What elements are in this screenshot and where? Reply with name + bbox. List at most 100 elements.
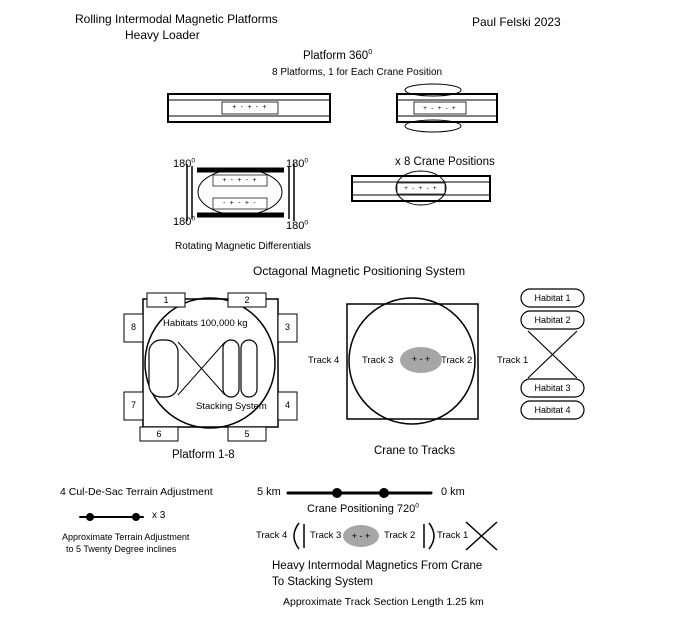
position-number-7: 7 xyxy=(130,400,136,410)
page-title-line2: Heavy Loader xyxy=(125,28,200,42)
track-crossing-x xyxy=(465,521,498,551)
habitat-box-4 xyxy=(520,400,585,420)
crane-magnet-ellipse xyxy=(400,347,442,373)
magnet-strip-box xyxy=(413,101,467,115)
octagonal-heading: Octagonal Magnetic Positioning System xyxy=(253,264,466,278)
rotation-ellipse-top xyxy=(404,83,462,97)
position-box-7 xyxy=(123,391,144,421)
page-title-line1: Rolling Intermodal Magnetic Platforms xyxy=(75,12,278,26)
magnet-strip-label: + - + - + xyxy=(423,105,457,112)
positioning-circle xyxy=(144,297,276,429)
rotation-ellipse-bottom xyxy=(404,119,462,133)
position-box-8 xyxy=(123,313,144,343)
position-number-1: 1 xyxy=(163,295,169,305)
magnet-strip-box xyxy=(396,182,446,195)
angle-label-bottom-right: 1800 xyxy=(286,219,308,233)
position-number-3: 3 xyxy=(284,322,290,332)
track-square xyxy=(346,303,479,420)
angle-value: 180 xyxy=(173,158,192,170)
footer-line3: Approximate Track Section Length 1.25 km xyxy=(283,596,484,608)
track-bracket-right xyxy=(428,522,435,550)
platform-square xyxy=(142,298,279,428)
crane-circle xyxy=(348,297,476,425)
magnet-strip-box xyxy=(212,174,268,187)
footer-line1: Heavy Intermodal Magnetics From Crane xyxy=(272,560,483,572)
terrain-adjustment-glyph xyxy=(79,513,144,521)
magnet-strip-label: - + - + - xyxy=(223,200,257,207)
crane-rotation-ellipse xyxy=(395,170,447,206)
position-number-2: 2 xyxy=(244,295,250,305)
position-number-6: 6 xyxy=(156,429,162,439)
track-bracket-left xyxy=(293,522,300,550)
bottom-track-label-4: Track 4 xyxy=(256,530,288,541)
position-box-1 xyxy=(146,292,186,308)
degree-superscript: 0 xyxy=(368,48,373,57)
platform-1-8-caption: Platform 1-8 xyxy=(172,449,235,461)
stacking-system-label: Stacking System xyxy=(196,401,267,412)
terrain-node xyxy=(86,513,94,521)
bottom-track-label-3: Track 3 xyxy=(310,530,342,541)
scale-node xyxy=(379,488,389,498)
crane-positions-label: x 8 Crane Positions xyxy=(395,156,495,168)
crossover-line xyxy=(527,330,578,379)
scale-node xyxy=(332,488,342,498)
magnet-strip-label: + - + - + xyxy=(232,104,268,111)
rotating-differentials-caption: Rotating Magnetic Differentials xyxy=(175,241,311,252)
position-number-8: 8 xyxy=(130,322,136,332)
crane-magnet-label: + - + xyxy=(411,354,431,364)
position-box-4 xyxy=(277,391,298,421)
position-box-5 xyxy=(227,426,267,442)
track-label-2: Track 2 xyxy=(441,355,473,366)
position-box-3 xyxy=(277,313,298,343)
position-number-4: 4 xyxy=(284,400,290,410)
magnet-strip-box xyxy=(212,197,268,210)
stacking-cross-line xyxy=(177,341,226,396)
position-box-2 xyxy=(227,292,267,308)
angle-label-top-left: 1800 xyxy=(173,157,196,171)
crane-magnet-ellipse xyxy=(343,525,379,547)
angle-value: 180 xyxy=(286,220,305,232)
track-scale-line xyxy=(286,488,433,498)
habitat-label-1: Habitat 1 xyxy=(534,293,571,303)
degree-superscript: 0 xyxy=(304,157,309,165)
crane-magnet-label: + - + xyxy=(351,531,371,541)
position-number-5: 5 xyxy=(244,429,250,439)
crane-positioning-label: Crane Positioning 7200 xyxy=(307,502,419,516)
crane-to-tracks-diagram xyxy=(346,297,479,425)
terrain-note-line2: to 5 Twenty Degree inclines xyxy=(66,544,177,554)
scale-right-label: 0 km xyxy=(441,486,465,498)
habitat-label-2: Habitat 2 xyxy=(534,315,571,325)
platform360-subtitle: 8 Platforms, 1 for Each Crane Position xyxy=(272,67,443,78)
angle-label-top-right: 1800 xyxy=(286,157,309,171)
stacking-pod xyxy=(222,339,240,398)
track-label-1: Track 1 xyxy=(497,355,529,366)
platform360-title-text: Platform 360 xyxy=(303,50,369,62)
crane-to-tracks-caption: Crane to Tracks xyxy=(374,445,456,457)
magnet-strip-label: + - + - + xyxy=(404,185,438,192)
platform-1-8-diagram xyxy=(123,292,298,442)
static-platform-bar xyxy=(167,93,331,123)
position-box-6 xyxy=(139,426,179,442)
bottom-track-label-1: Track 1 xyxy=(437,530,469,541)
habitat-box-1 xyxy=(520,288,585,308)
rotating-platform-bar xyxy=(396,83,498,133)
differential-drum xyxy=(197,168,283,216)
degree-superscript: 0 xyxy=(191,157,196,165)
stacking-pod xyxy=(240,339,258,398)
bottom-track-label-2: Track 2 xyxy=(384,530,416,541)
degree-superscript: 0 xyxy=(191,215,196,223)
track-label-4: Track 4 xyxy=(308,355,340,366)
magnet-strip-label: + - + - + xyxy=(222,177,258,184)
track-label-3: Track 3 xyxy=(362,355,394,366)
habitat-label-3: Habitat 3 xyxy=(534,383,571,393)
angle-label-bottom-left: 1800 xyxy=(173,215,196,229)
habitat-crossover-diagram xyxy=(520,288,585,420)
crane-position-bar xyxy=(351,170,491,206)
terrain-multiplier: x 3 xyxy=(152,510,166,521)
habitat-label-4: Habitat 4 xyxy=(534,405,571,415)
angle-value: 180 xyxy=(173,216,192,228)
author-credit: Paul Felski 2023 xyxy=(472,15,561,29)
rotating-differential-assembly xyxy=(186,164,295,221)
